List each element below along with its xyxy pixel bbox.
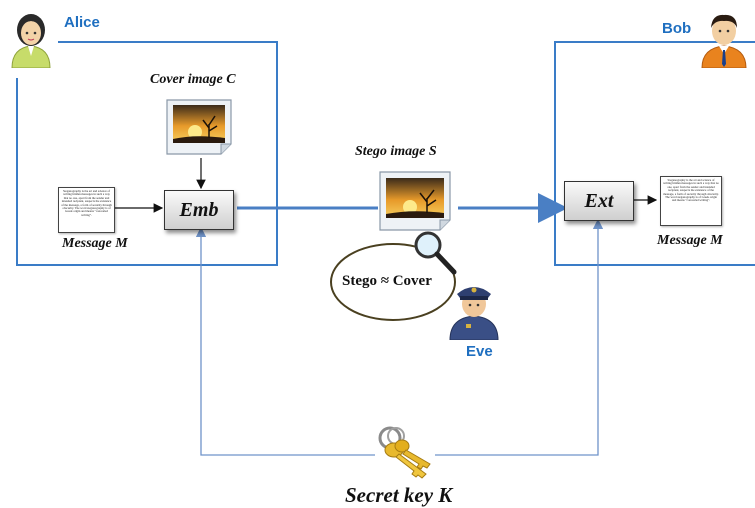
- message-right-label: Message M: [657, 233, 723, 248]
- man-avatar-icon: [701, 14, 747, 69]
- stego-image-label: Stego image S: [355, 144, 437, 159]
- magnifier: [412, 230, 458, 276]
- eve-avatar: [446, 276, 502, 341]
- cover-image: [165, 98, 235, 156]
- cover-image-label: Cover image C: [150, 72, 236, 87]
- bob-frame: [554, 41, 755, 266]
- woman-avatar-icon: [11, 14, 51, 69]
- stego-image: [378, 170, 454, 232]
- image-icon: [166, 99, 232, 155]
- alice-frame: [16, 41, 278, 266]
- secret-key-label: Secret key K: [345, 483, 453, 507]
- alice-name: Alice: [64, 14, 100, 31]
- document-icon: Steganography is the art and science of …: [663, 178, 719, 203]
- bob-avatar: [698, 6, 750, 69]
- document-icon: Steganography is the art and science of …: [61, 189, 112, 217]
- message-document-left: Steganography is the art and science of …: [58, 187, 115, 233]
- extract-box: Ext: [564, 181, 634, 221]
- key-to-emb-line: [195, 226, 375, 456]
- message-document-right: Steganography is the art and science of …: [660, 176, 722, 226]
- embed-box: Emb: [164, 190, 234, 230]
- key-to-ext-line: [435, 218, 604, 456]
- bob-name: Bob: [662, 20, 692, 37]
- key-icon: [378, 426, 431, 479]
- stego-cover-comparison: Stego ≈ Cover: [342, 273, 432, 289]
- eve-speech-ellipse: [330, 243, 456, 321]
- alice-avatar: [6, 6, 56, 69]
- message-left-label: Message M: [62, 236, 128, 251]
- key-graphic: [372, 424, 436, 480]
- magnifier-icon: [414, 231, 457, 275]
- eve-name: Eve: [466, 343, 493, 360]
- police-officer-icon: [449, 287, 499, 341]
- image-icon: [379, 171, 451, 231]
